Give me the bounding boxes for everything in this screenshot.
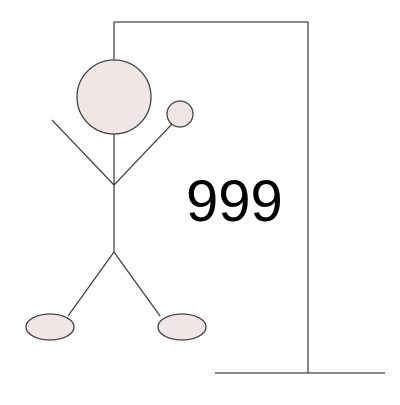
figure-left-foot xyxy=(25,313,75,341)
figure-right-leg xyxy=(113,251,161,317)
gallows xyxy=(113,21,385,374)
score-counter: 999 xyxy=(186,169,283,234)
figure-left-arm xyxy=(51,119,115,186)
figure-right-arm xyxy=(113,123,173,186)
figure-hand-ball xyxy=(166,100,194,128)
figure-left-leg xyxy=(67,251,115,317)
stick-figure-icon xyxy=(25,59,207,341)
figure-right-foot xyxy=(157,313,207,341)
figure-head xyxy=(76,59,152,135)
